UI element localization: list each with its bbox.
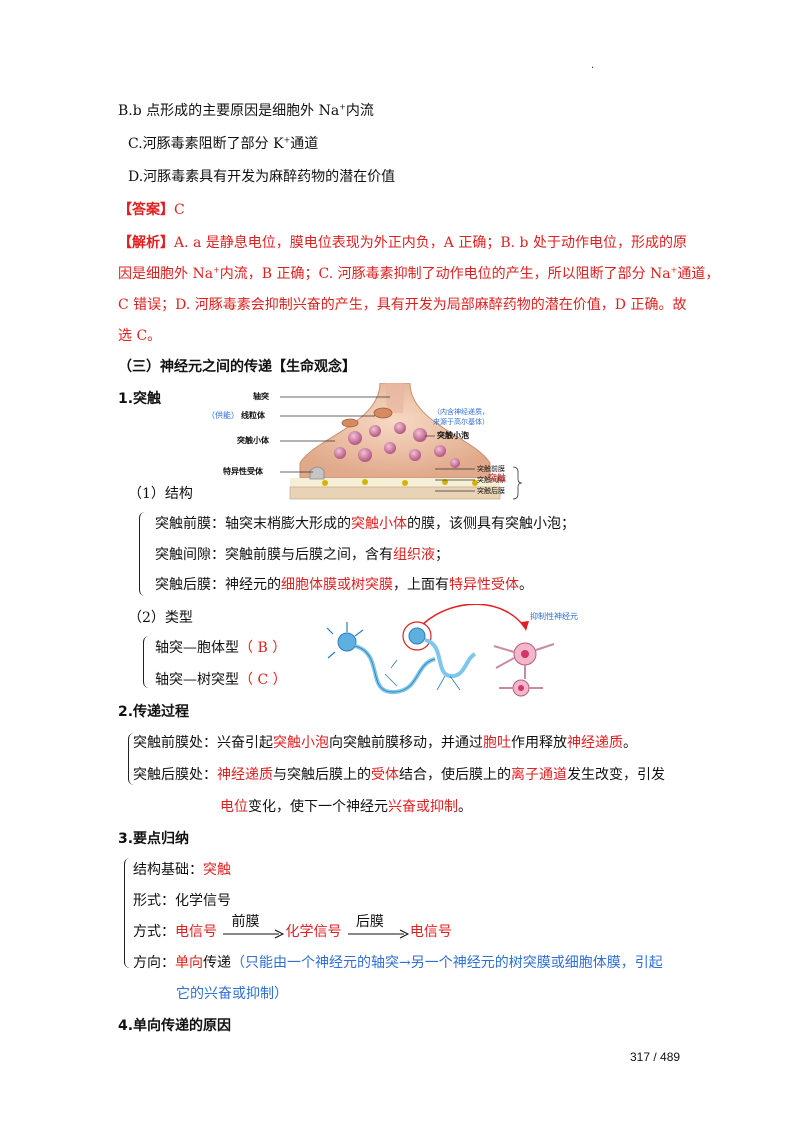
option-d: D.河豚毒素具有开发为麻醉药物的潜在价值 bbox=[128, 169, 396, 185]
arrow-label-post: 后膜 bbox=[355, 914, 384, 930]
s3-brace bbox=[124, 858, 135, 968]
s2-post: 突触后膜处：神经递质与突触后膜上的受体结合，使后膜上的离子通道发生改变，引发 bbox=[133, 767, 665, 783]
label-pre: 突触前膜 bbox=[477, 465, 505, 473]
pre-membrane: 突触前膜：轴突末梢膨大形成的突触小体的膜，该侧具有突触小泡； bbox=[155, 516, 575, 532]
neuron-diagram: 抑制性神经元 bbox=[325, 603, 600, 702]
option-b: B.b 点形成的主要原因是细胞外 Na+内流 bbox=[118, 102, 374, 119]
s2-post-cont: 电位变化，使下一个神经元兴奋或抑制。 bbox=[220, 799, 472, 815]
s3-title: 3.要点归纳 bbox=[118, 831, 190, 847]
s3-direction-cont: 它的兴奋或抑制） bbox=[176, 986, 288, 1002]
page-dot: . bbox=[591, 60, 595, 71]
s2-brace bbox=[128, 733, 139, 785]
analysis-line-1: 【解析】A. a 是静息电位，膜电位表现为外正内负，A 正确；B. b 处于动作… bbox=[118, 235, 687, 251]
label-post: 突触后膜 bbox=[477, 487, 505, 495]
answer: 【答案】C bbox=[118, 202, 185, 218]
arrow-premembrane: 前膜 bbox=[221, 914, 285, 942]
arrow-icon bbox=[347, 929, 410, 939]
structure-brace bbox=[139, 512, 150, 596]
s3-mode: 方式：电信号 前膜 化学信号 后膜 电信号 bbox=[133, 914, 452, 942]
s4-title: 4.单向传递的原因 bbox=[118, 1018, 232, 1034]
page-number: 317 / 489 bbox=[630, 1050, 681, 1064]
analysis-line-3: C 错误；D. 河豚毒素会抑制兴奋的产生，具有开发为局部麻醉药物的潜在价值，D … bbox=[118, 297, 687, 313]
label-synapse: 突触 bbox=[488, 474, 507, 484]
synaptic-cleft: 突触间隙：突触前膜与后膜之间，含有组织液； bbox=[155, 547, 449, 563]
structure-heading: （1）结构 bbox=[128, 486, 193, 502]
s3-basis: 结构基础：突触 bbox=[133, 862, 231, 878]
analysis-line-4: 选 C。 bbox=[118, 328, 162, 344]
analysis-line-2: 因是细胞外 Na+内流，B 正确；C. 河豚毒素抑制了动作电位的产生，所以阻断了… bbox=[118, 265, 720, 282]
s2-title: 2.传递过程 bbox=[118, 704, 190, 720]
s1-title: 1.突触 bbox=[118, 391, 162, 407]
type-axo-dendritic: 轴突—树突型（ C ） bbox=[155, 672, 287, 688]
option-c: C.河豚毒素阻断了部分 K+通道 bbox=[128, 135, 319, 152]
type-heading: （2）类型 bbox=[128, 610, 193, 626]
label-supply: （供能） bbox=[207, 411, 239, 420]
arrow-icon bbox=[223, 929, 285, 939]
s2-pre: 突触前膜处：兴奋引起突触小泡向突触前膜移动，并通过胞吐作用释放神经递质。 bbox=[133, 735, 637, 751]
s3-form: 形式：化学信号 bbox=[133, 893, 231, 909]
s3-direction: 方向：单向传递（只能由一个神经元的轴突→另一个神经元的树突膜或细胞体膜，引起 bbox=[133, 955, 663, 971]
arrow-label-pre: 前膜 bbox=[231, 914, 260, 930]
label-axon: 轴突 bbox=[253, 392, 269, 401]
label-vesicle: 突触小泡 bbox=[437, 431, 469, 440]
type-axo-somatic: 轴突—胞体型（ B ） bbox=[155, 640, 287, 656]
post-membrane: 突触后膜：神经元的细胞体膜或树突膜，上面有特异性受体。 bbox=[155, 577, 533, 593]
label-receptor: 特异性受体 bbox=[223, 467, 263, 476]
label-inhibitory-neuron: 抑制性神经元 bbox=[530, 612, 578, 621]
neuron-illustration bbox=[326, 603, 555, 697]
section-title: （三）神经元之间的传递【生命观念】 bbox=[118, 359, 356, 375]
label-note-1: （内含神经递质， bbox=[433, 408, 489, 416]
label-note-2: 来源于高尔基体） bbox=[433, 418, 489, 426]
label-mito: 线粒体 bbox=[241, 411, 265, 420]
label-knob: 突触小体 bbox=[237, 436, 269, 445]
synapse-diagram: 轴突 （供能） 线粒体 突触小体 特异性受体 （内含神经递质， 来源于高尔基体）… bbox=[205, 382, 525, 500]
label-cleft: 突触间隙 bbox=[477, 476, 505, 484]
arrow-postmembrane: 后膜 bbox=[346, 914, 410, 942]
type-brace bbox=[143, 636, 154, 688]
synapse-illustration bbox=[280, 382, 523, 500]
